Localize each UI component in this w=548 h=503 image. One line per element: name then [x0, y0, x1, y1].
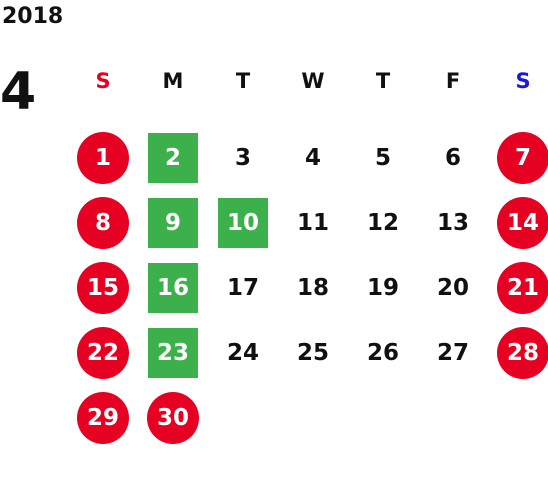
calendar-day: 25: [296, 339, 329, 366]
holiday-day: 14: [497, 196, 548, 249]
day-cell: 20: [418, 255, 488, 320]
calendar-day: 12: [366, 209, 399, 236]
day-cell: 13: [418, 190, 488, 255]
weekday-tuesday: T: [235, 69, 251, 93]
weekday-monday: M: [162, 69, 184, 93]
holiday-day: 15: [77, 261, 129, 314]
day-cell: 3: [208, 125, 278, 190]
day-cell: 29: [68, 385, 138, 450]
calendar-day: 27: [436, 339, 469, 366]
year-label: 2018: [2, 4, 64, 29]
day-cell: 21: [488, 255, 548, 320]
day-cell: [208, 385, 278, 450]
event-day: 16: [148, 262, 198, 313]
weekday-saturday: S: [515, 69, 531, 93]
day-cell: 8: [68, 190, 138, 255]
event-day: 23: [148, 327, 198, 378]
calendar-day: 4: [304, 144, 321, 171]
day-cell: 22: [68, 320, 138, 385]
weekday-friday: F: [445, 69, 461, 93]
holiday-day: 30: [147, 391, 199, 444]
day-cell: 11: [278, 190, 348, 255]
day-cell: [278, 385, 348, 450]
holiday-day: 8: [77, 196, 129, 249]
event-day: 2: [148, 132, 198, 183]
day-cell: [348, 385, 418, 450]
day-cell: 17: [208, 255, 278, 320]
calendar-day: 24: [226, 339, 259, 366]
day-cell: 9: [138, 190, 208, 255]
day-cell: 26: [348, 320, 418, 385]
day-cell: 6: [418, 125, 488, 190]
weekday-thursday: T: [375, 69, 391, 93]
event-day: 9: [148, 197, 198, 248]
day-cell: [488, 385, 548, 450]
holiday-day: 29: [77, 391, 129, 444]
holiday-day: 1: [77, 131, 129, 184]
day-cell: 4: [278, 125, 348, 190]
calendar-day: 6: [444, 144, 461, 171]
day-cell: 19: [348, 255, 418, 320]
calendar-day: 20: [436, 274, 469, 301]
day-cell: 24: [208, 320, 278, 385]
calendar-day: 26: [366, 339, 399, 366]
day-cell: 14: [488, 190, 548, 255]
calendar-day: 19: [366, 274, 399, 301]
day-cell: 15: [68, 255, 138, 320]
day-cell: 28: [488, 320, 548, 385]
day-cell: [418, 385, 488, 450]
day-cell: 23: [138, 320, 208, 385]
day-cell: 10: [208, 190, 278, 255]
calendar-day: 17: [226, 274, 259, 301]
day-cell: 1: [68, 125, 138, 190]
day-cell: 18: [278, 255, 348, 320]
calendar-day: 18: [296, 274, 329, 301]
day-cell: 7: [488, 125, 548, 190]
day-cell: 12: [348, 190, 418, 255]
holiday-day: 22: [77, 326, 129, 379]
event-day: 10: [218, 197, 268, 248]
day-cell: 16: [138, 255, 208, 320]
day-cell: 5: [348, 125, 418, 190]
weekday-sunday: S: [95, 69, 111, 93]
holiday-day: 28: [497, 326, 548, 379]
day-cell: 27: [418, 320, 488, 385]
calendar-day: 5: [374, 144, 391, 171]
holiday-day: 21: [497, 261, 548, 314]
holiday-day: 7: [497, 131, 548, 184]
calendar-day: 11: [296, 209, 329, 236]
day-cell: 2: [138, 125, 208, 190]
calendar-day: 3: [234, 144, 251, 171]
calendar-day: 13: [436, 209, 469, 236]
weekday-wednesday: W: [301, 69, 325, 93]
month-number: 4: [0, 62, 37, 122]
weekday-header: S M T W T F S: [68, 60, 548, 102]
day-cell: 30: [138, 385, 208, 450]
day-cell: 25: [278, 320, 348, 385]
